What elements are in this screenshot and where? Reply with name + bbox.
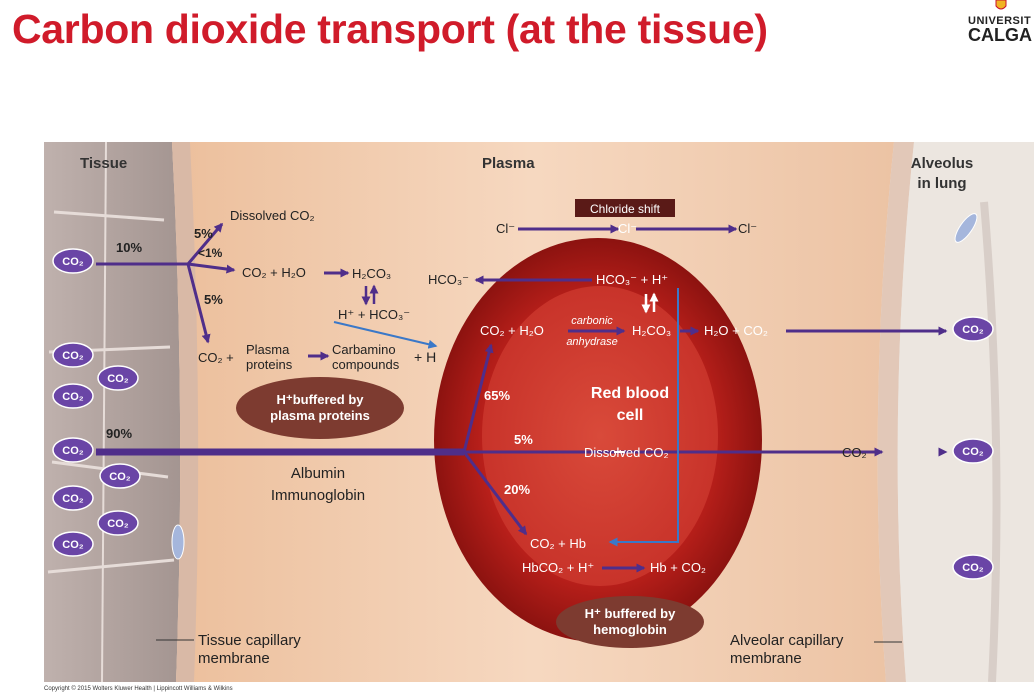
- university-logo: UNIVERSIT CALGA: [958, 0, 1034, 50]
- carbamino-label-2: compounds: [332, 357, 400, 372]
- diagram-svg: Tissue Plasma Alveolus in lung CO₂ CO₂ C…: [44, 141, 1034, 683]
- co2-bubble: CO₂: [99, 463, 141, 489]
- h2co3-label: H₂CO₃: [352, 266, 391, 281]
- alveolar-capillary-membrane: [877, 142, 914, 682]
- capillary-vesicle: [171, 524, 185, 560]
- percent-20: 20%: [504, 482, 530, 497]
- percent-90: 90%: [106, 426, 132, 441]
- tissue-membrane-label-1: Tissue capillary: [198, 632, 301, 649]
- h-to-hemoglobin-arrow: [608, 288, 679, 547]
- cl-rbc: Cl⁻: [618, 221, 637, 236]
- anhydrase-label: anhydrase: [566, 336, 617, 348]
- co2-plus-label: CO₂ +: [198, 350, 234, 365]
- plasma-protein-buffer-oval: [236, 377, 404, 439]
- co2-bubble: CO₂: [97, 365, 139, 391]
- svg-text:CO₂: CO₂: [62, 256, 84, 268]
- logo-calgary-text: CALGA: [968, 25, 1032, 45]
- carbamino-label-1: Carbamino: [332, 342, 396, 357]
- copyright-text: Copyright © 2015 Wolters Kluwer Health |…: [44, 686, 233, 692]
- arrow-20pct: [462, 451, 528, 536]
- svg-text:CO₂: CO₂: [107, 518, 129, 530]
- co2-bubble: CO₂: [52, 248, 94, 274]
- h2co3-rbc: H₂CO₃: [632, 323, 671, 338]
- immunoglobin-label: Immunoglobin: [271, 487, 365, 504]
- hemoglobin-buffer-oval: [556, 596, 704, 648]
- svg-text:CO₂: CO₂: [962, 562, 984, 574]
- co2-h2o-rbc: CO₂ + H₂O: [480, 323, 544, 338]
- alveolar-vesicle: [954, 213, 978, 243]
- alveolus-label-1: Alveolus: [911, 155, 974, 172]
- arrow-5pct-proteins: [186, 263, 211, 344]
- svg-text:CO₂: CO₂: [62, 445, 84, 457]
- percent-5-dissolved: 5%: [194, 226, 213, 241]
- arrow-5pct-dissolved: [186, 222, 224, 265]
- svg-text:CO₂: CO₂: [62, 350, 84, 362]
- co2-h2o-reaction: CO₂ + H₂O: [242, 265, 306, 280]
- svg-text:CO₂: CO₂: [962, 324, 984, 336]
- svg-text:CO₂: CO₂: [62, 493, 84, 505]
- co2-bubble: CO₂: [952, 554, 994, 580]
- co2-bubble: CO₂: [952, 438, 994, 464]
- co2-bubble: CO₂: [952, 316, 994, 342]
- percent-less-1: <1%: [198, 246, 223, 260]
- svg-text:CO₂: CO₂: [107, 373, 129, 385]
- plasma-buffer-label-2: plasma proteins: [270, 408, 370, 423]
- hco3-plasma: HCO₃⁻: [428, 272, 469, 287]
- plasma-proteins-label-2: proteins: [246, 357, 293, 372]
- svg-text:CO₂: CO₂: [109, 471, 131, 483]
- svg-text:CO₂: CO₂: [962, 446, 984, 458]
- arrow-90-split-top: [462, 343, 494, 453]
- co2-plasma-right: CO₂: [842, 445, 867, 460]
- cl-plasma-right: Cl⁻: [738, 221, 757, 236]
- svg-text:CO₂: CO₂: [62, 539, 84, 551]
- plasma-proteins-label-1: Plasma: [246, 342, 290, 357]
- logo-crest-icon: [995, 0, 1007, 10]
- tissue-label: Tissue: [80, 155, 127, 172]
- dissolved-co2-rbc: Dissolved CO₂: [584, 445, 669, 460]
- alveolar-membrane-label-2: membrane: [730, 650, 802, 667]
- slide-title: Carbon dioxide transport (at the tissue): [12, 6, 768, 52]
- svg-text:CO₂: CO₂: [62, 391, 84, 403]
- co2-transport-diagram: Tissue Plasma Alveolus in lung CO₂ CO₂ C…: [44, 141, 1034, 683]
- hb-co2-label: Hb + CO₂: [650, 560, 706, 575]
- percent-10: 10%: [116, 240, 142, 255]
- percent-65: 65%: [484, 388, 510, 403]
- percent-5-rbc: 5%: [514, 432, 533, 447]
- chloride-shift-label: Chloride shift: [590, 202, 661, 216]
- plasma-label: Plasma: [482, 155, 535, 172]
- co2-bubble: CO₂: [52, 531, 94, 557]
- h-to-carbamino-arrow: [333, 321, 438, 349]
- co2-hb-label: CO₂ + Hb: [530, 536, 586, 551]
- albumin-label: Albumin: [291, 465, 345, 482]
- h-hco3-label: H⁺ + HCO₃⁻: [338, 307, 410, 322]
- alveolar-membrane-label-1: Alveolar capillary: [730, 632, 844, 649]
- chloride-shift-box: [575, 199, 675, 217]
- hb-buffer-label-1: H⁺ buffered by: [585, 606, 676, 621]
- plasma-buffer-label-1: H⁺buffered by: [276, 392, 364, 407]
- rbc-label-1: Red blood: [591, 385, 669, 402]
- co2-bubble: CO₂: [52, 342, 94, 368]
- alveolus-label-2: in lung: [917, 175, 966, 192]
- dissolved-co2-label: Dissolved CO₂: [230, 208, 315, 223]
- co2-bubble: CO₂: [52, 485, 94, 511]
- co2-bubble: CO₂: [52, 383, 94, 409]
- tissue-membrane-label-2: membrane: [198, 650, 270, 667]
- co2-bubble: CO₂: [97, 510, 139, 536]
- hb-buffer-label-2: hemoglobin: [593, 622, 667, 637]
- logo-university-text: UNIVERSIT: [968, 15, 1032, 27]
- tissue-region: [44, 142, 181, 682]
- cl-plasma-left: Cl⁻: [496, 221, 515, 236]
- hbco2-h-label: HbCO₂ + H⁺: [522, 560, 594, 575]
- co2-bubble: CO₂: [52, 437, 94, 463]
- rbc-label-2: cell: [617, 407, 644, 424]
- plus-h-label: + H: [414, 349, 436, 365]
- arrow-1pct: [187, 262, 236, 274]
- h2o-co2-rbc: H₂O + CO₂: [704, 323, 768, 338]
- carbonic-label: carbonic: [571, 315, 613, 327]
- percent-5-proteins: 5%: [204, 292, 223, 307]
- hco3-h-rbc: HCO₃⁻ + H⁺: [596, 272, 668, 287]
